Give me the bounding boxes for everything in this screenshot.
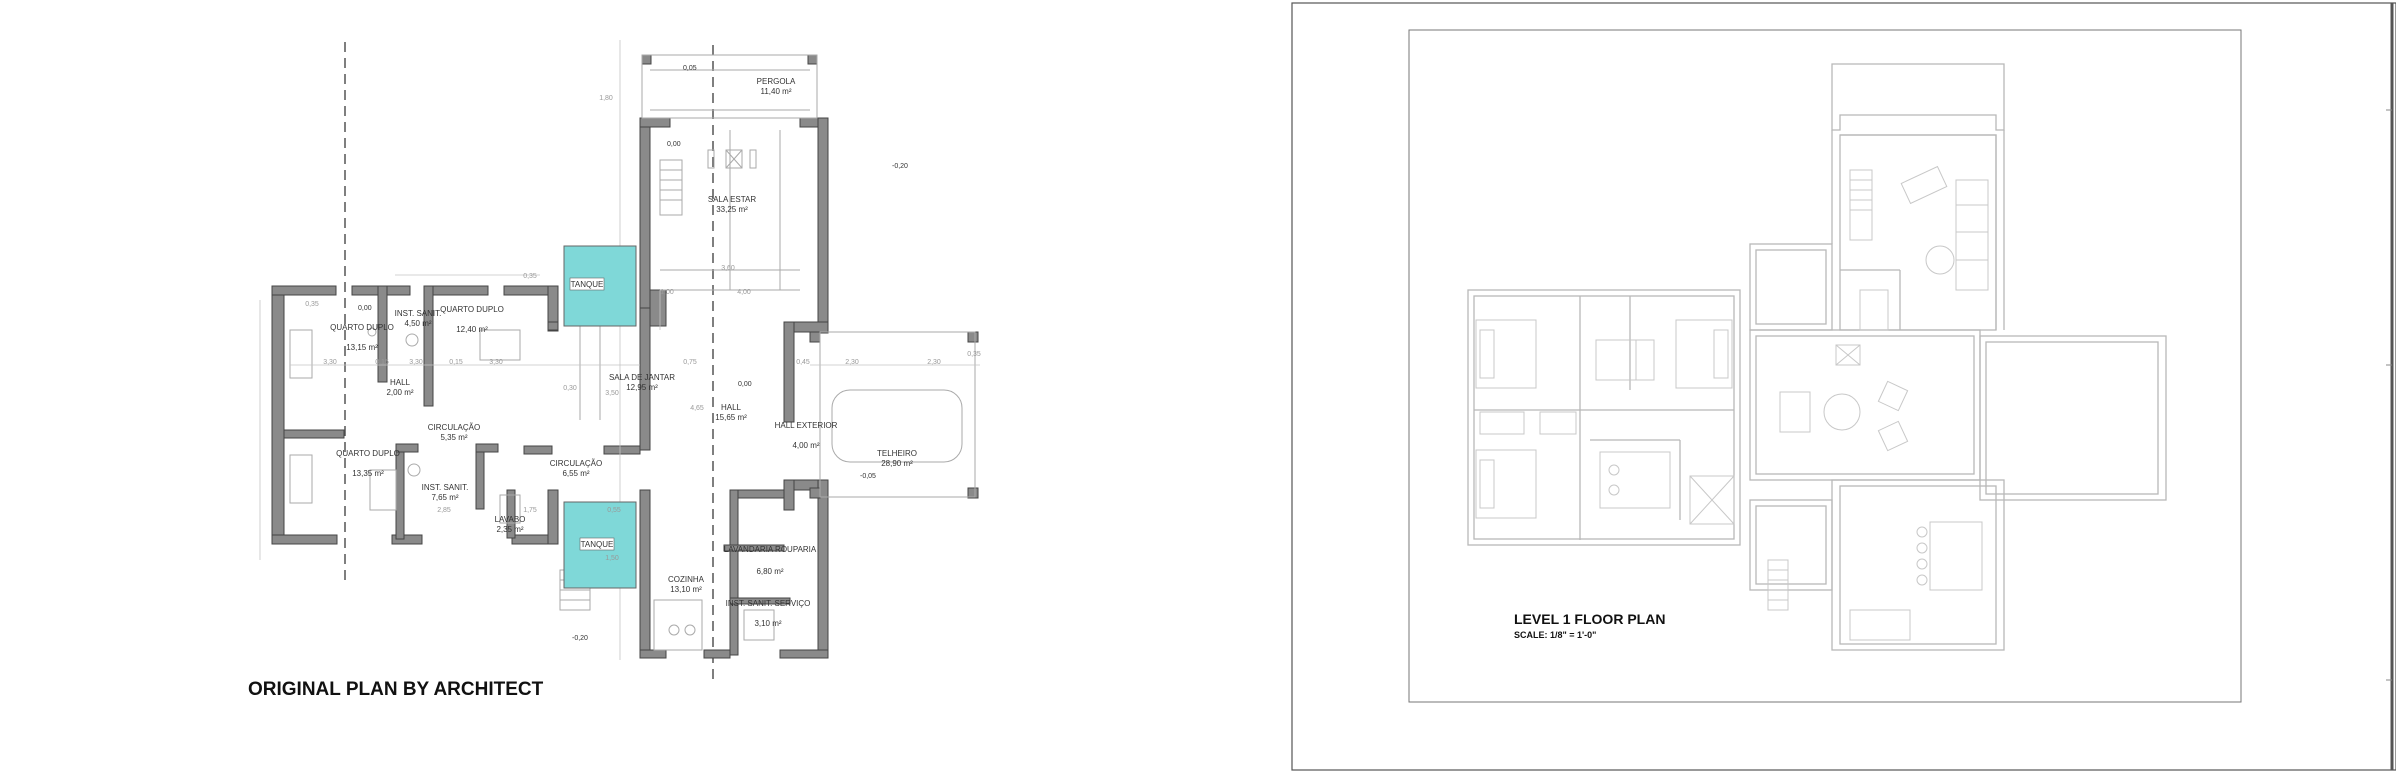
dim: 1,50 <box>605 555 619 562</box>
dim: 0,75 <box>683 359 697 366</box>
room-area: 12,95 m² <box>626 383 658 392</box>
tank-label: TANQUE <box>571 280 604 289</box>
room-area: 4,00 m² <box>792 441 819 450</box>
room-name: LAVANDARIA ROUPARIA <box>724 545 817 554</box>
original-plan <box>259 40 980 680</box>
room-name: INST. SANIT. <box>395 309 442 318</box>
room-area: 2,00 m² <box>386 388 413 397</box>
room-name: COZINHA <box>668 575 705 584</box>
room-name: LAVABO <box>495 515 526 524</box>
room-area: 12,40 m² <box>456 325 488 334</box>
room-area: 6,80 m² <box>756 567 783 576</box>
room-name: PERGOLA <box>757 77 796 86</box>
room-name: CIRCULAÇÃO <box>550 459 602 468</box>
dim: 0,55 <box>607 507 621 514</box>
dim: 2,30 <box>845 359 859 366</box>
level1-title: LEVEL 1 FLOOR PLAN <box>1514 611 1665 627</box>
room-name: INST. SANIT. <box>422 483 469 492</box>
dim: 3,30 <box>323 359 337 366</box>
room-labels: QUARTO DUPLO 13,15 m² INST. SANIT. 4,50 … <box>330 77 917 628</box>
room-area: 3,10 m² <box>754 619 781 628</box>
room-name: HALL EXTERIOR <box>775 421 838 430</box>
room-name: QUARTO DUPLO <box>336 449 400 458</box>
room-name: INST. SANIT. SERVIÇO <box>726 599 811 608</box>
dimension-labels: 0,35 3,30 0,15 3,30 0,15 3,30 0,35 0,75 … <box>305 95 981 562</box>
room-area: 33,25 m² <box>716 205 748 214</box>
room-area: 13,15 m² <box>346 343 378 352</box>
room-name: CIRCULAÇÃO <box>428 423 480 432</box>
dim: 1,00 <box>660 289 674 296</box>
level-mark: 0,00 <box>358 305 372 312</box>
room-area: 2,35 m² <box>496 525 523 534</box>
level-mark: -0,20 <box>572 635 588 642</box>
dim: 3,60 <box>721 265 735 272</box>
dim: 0,35 <box>523 273 537 280</box>
level-mark: 0,05 <box>683 65 697 72</box>
level1-furniture <box>1475 165 1989 641</box>
room-name: TELHEIRO <box>877 449 917 458</box>
level-marks: 0,05 0,00 -0,20 0,00 -0,05 0,00 -0,20 <box>358 65 908 642</box>
level-mark: 0,00 <box>738 381 752 388</box>
room-name: QUARTO DUPLO <box>330 323 394 332</box>
level-mark: -0,20 <box>892 163 908 170</box>
room-name: HALL <box>721 403 742 412</box>
dim: 4,00 <box>737 289 751 296</box>
level1-sheet <box>1291 2 2396 771</box>
room-name: SALA ESTAR <box>708 195 757 204</box>
dim: 0,15 <box>449 359 463 366</box>
room-area: 13,35 m² <box>352 469 384 478</box>
dim: 1,80 <box>599 95 613 102</box>
room-area: 11,40 m² <box>761 87 792 96</box>
walls <box>271 54 979 659</box>
level1-plan <box>1467 63 2167 651</box>
sheet-border <box>1291 2 2396 771</box>
room-area: 5,35 m² <box>440 433 467 442</box>
dim: 4,65 <box>690 405 704 412</box>
drawing-frame <box>1408 29 2242 703</box>
tank-labels: TANQUE TANQUE <box>569 277 615 551</box>
dim: 0,45 <box>796 359 810 366</box>
tank-label: TANQUE <box>581 540 614 549</box>
level-mark: 0,00 <box>667 141 681 148</box>
dim: 0,15 <box>375 359 389 366</box>
room-name: QUARTO DUPLO <box>440 305 504 314</box>
dim: 0,35 <box>305 301 319 308</box>
level-mark: -0,05 <box>860 473 876 480</box>
room-area: 15,65 m² <box>715 413 747 422</box>
dim: 3,30 <box>489 359 503 366</box>
room-area: 28,90 m² <box>881 459 913 468</box>
dim: 0,35 <box>967 351 981 358</box>
room-area: 4,50 m² <box>404 319 431 328</box>
dim: 1,75 <box>523 507 537 514</box>
left-plan-title: ORIGINAL PLAN BY ARCHITECT <box>248 679 544 700</box>
dim: 3,50 <box>605 390 619 397</box>
room-area: 13,10 m² <box>670 585 702 594</box>
dim: 3,30 <box>409 359 423 366</box>
dim: 2,85 <box>437 507 451 514</box>
room-name: SALA DE JANTAR <box>609 373 675 382</box>
dim: 2,30 <box>927 359 941 366</box>
dim: 0,30 <box>563 385 577 392</box>
room-area: 7,65 m² <box>431 493 458 502</box>
level1-scale: SCALE: 1/8" = 1'-0" <box>1514 630 1596 640</box>
room-name: HALL <box>390 378 411 387</box>
room-area: 6,55 m² <box>562 469 589 478</box>
